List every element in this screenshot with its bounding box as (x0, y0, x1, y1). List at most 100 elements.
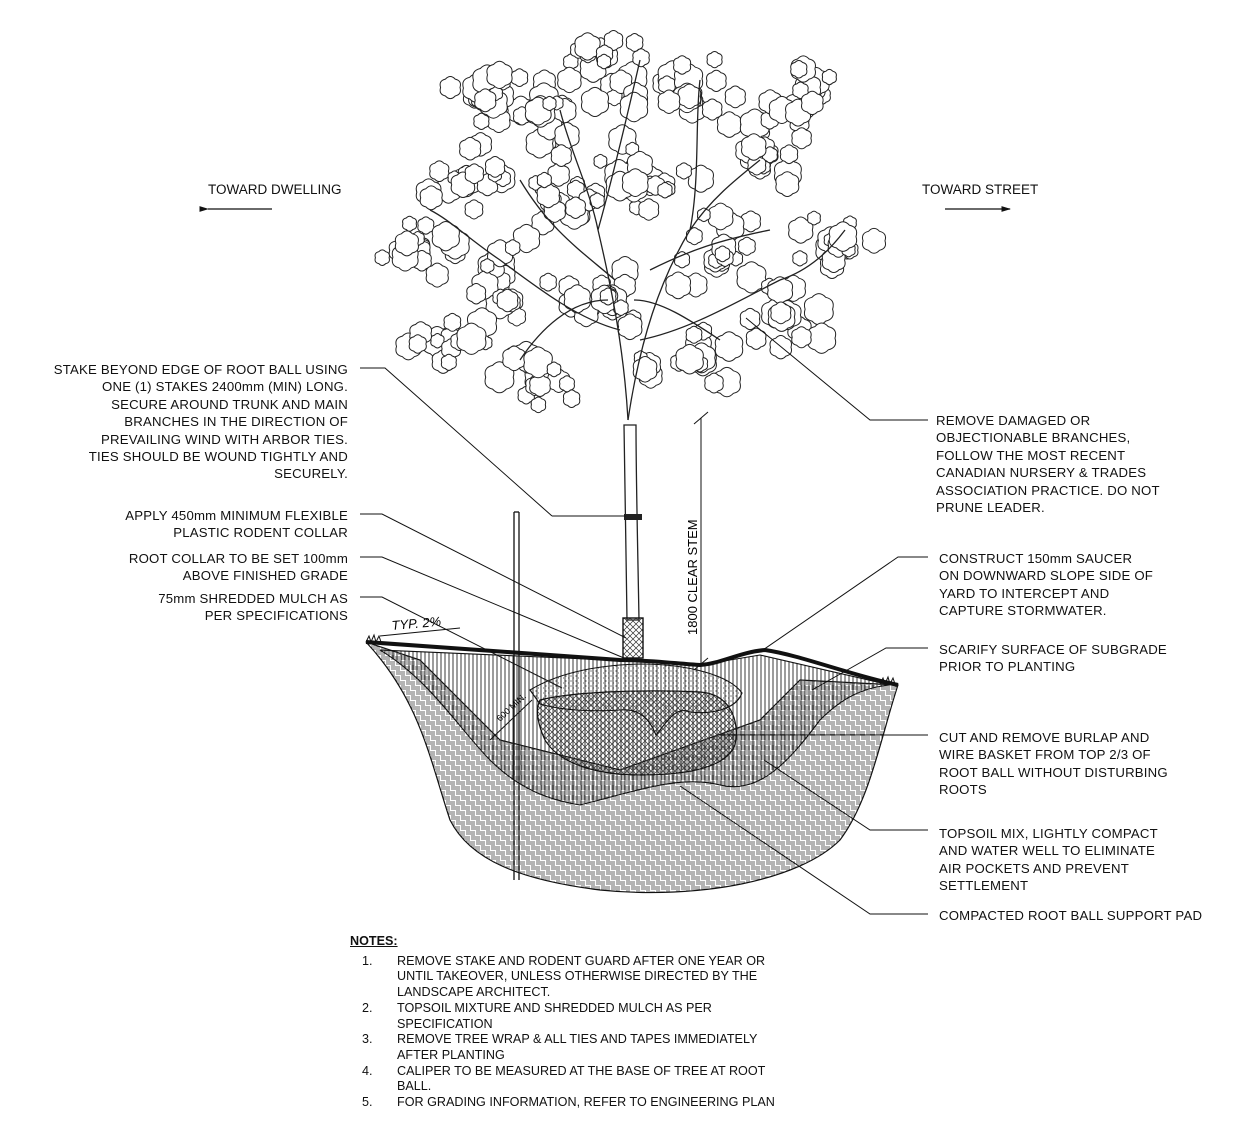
leaf-cluster (496, 288, 519, 313)
leaf-cluster (617, 313, 643, 341)
leaf-cluster (677, 83, 702, 110)
leaf-cluster (792, 250, 808, 267)
note-item: 2. TOPSOIL MIXTURE AND SHREDDED MULCH AS… (362, 1000, 712, 1031)
mulch-ring (529, 663, 743, 737)
leaf-cluster (430, 333, 445, 349)
leaf-cluster (574, 32, 601, 61)
notes-block: NOTES: 1. REMOVE STAKE AND RODENT GUARD … (350, 934, 917, 1111)
leaf-cluster (466, 283, 487, 305)
leader-pad (679, 785, 928, 915)
leaf-cluster (685, 325, 703, 344)
leaf-cluster (559, 375, 575, 393)
rodent-collar (622, 617, 644, 659)
leaf-cluster (530, 396, 547, 414)
leaf-cluster (580, 86, 610, 118)
leader-stake (360, 367, 553, 517)
leaf-cluster (419, 185, 443, 211)
leaf-cluster (464, 199, 484, 220)
note-item: 4. CALIPER TO BE MEASURED AT THE BASE OF… (362, 1063, 766, 1094)
leaf-cluster (807, 322, 837, 354)
leaf-cluster (687, 164, 714, 193)
leaf-cluster (417, 216, 435, 235)
leaf-cluster (562, 389, 581, 408)
leaf-cluster (443, 312, 462, 332)
leaf-cluster (673, 55, 692, 75)
leaf-cluster (707, 202, 734, 231)
leader-mulch (360, 596, 563, 689)
leaf-cluster (807, 210, 821, 226)
planting-pit (365, 511, 899, 894)
leaf-cluster (701, 98, 723, 121)
tree-canopy (374, 30, 887, 414)
leaf-cluster (408, 334, 427, 354)
leaf-cluster (861, 227, 887, 254)
leaf-cluster (596, 53, 612, 70)
leaf-cluster (828, 221, 858, 252)
leaf-cluster (484, 155, 506, 178)
leader-root-collar (360, 556, 625, 659)
leaf-cluster (741, 133, 767, 161)
leaf-cluster (486, 60, 513, 89)
leaf-cluster (675, 343, 704, 375)
leaf-cluster (800, 90, 824, 116)
leaf-cluster (657, 89, 681, 114)
callout-burlap: CUT AND REMOVE BURLAP AND WIRE BASKET FR… (939, 730, 1168, 798)
leaf-cluster (821, 68, 837, 86)
hole-dimension-line (489, 699, 533, 741)
clear-stem-label: 1800 CLEAR STEM (685, 519, 700, 635)
callout-stake: STAKE BEYOND EDGE OF ROOT BALL USING ONE… (53, 362, 348, 482)
leaf-cluster (714, 331, 744, 362)
leaf-cluster (665, 271, 692, 300)
leaf-cluster (502, 345, 527, 372)
leaf-cluster (632, 48, 650, 68)
clear-stem-dimension (693, 411, 709, 671)
leaf-cluster (431, 220, 460, 252)
leaf-cluster (685, 227, 703, 246)
leaf-cluster (546, 361, 562, 378)
leaf-cluster (625, 33, 644, 52)
callout-saucer: CONSTRUCT 150mm SAUCER ON DOWNWARD SLOPE… (939, 551, 1154, 619)
leader-scarify (811, 647, 928, 691)
finished-grade (365, 640, 899, 687)
callout-scarify: SCARIFY SURFACE OF SUBGRADE PRIOR TO PLA… (939, 642, 1167, 675)
leaf-cluster (697, 207, 711, 223)
callout-mulch: 75mm SHREDDED MULCH AS PER SPECIFICATION… (158, 591, 348, 624)
leaf-cluster (745, 327, 767, 350)
leaf-cluster (603, 30, 624, 51)
leaf-cluster (504, 239, 521, 256)
leaf-cluster (775, 171, 800, 197)
note-item: 3. REMOVE TREE WRAP & ALL TIES AND TAPES… (362, 1032, 758, 1062)
leaf-cluster (374, 249, 390, 266)
leader-rodent-collar (360, 513, 627, 639)
leaf-cluster (675, 162, 692, 180)
leaf-cluster (439, 76, 461, 100)
leaf-cluster (767, 276, 794, 305)
leader-lines (360, 317, 928, 915)
notes-heading: NOTES: (350, 934, 398, 948)
leaf-cluster (724, 85, 746, 109)
leaf-cluster (557, 66, 582, 94)
leaf-cluster (554, 122, 580, 150)
arbor-tie (624, 514, 642, 520)
callout-root-collar: ROOT COLLAR TO BE SET 100mm ABOVE FINISH… (128, 551, 348, 584)
leaf-cluster (539, 272, 557, 292)
leaf-cluster (779, 144, 799, 165)
note-item: 1. REMOVE STAKE AND RODENT GUARD AFTER O… (362, 953, 766, 1000)
toward-street-label: TOWARD STREET (922, 182, 1039, 197)
leaf-cluster (480, 258, 495, 274)
leaf-cluster (536, 171, 552, 189)
leaf-cluster (638, 198, 660, 221)
leaf-cluster (716, 111, 742, 138)
leaf-cluster (791, 127, 812, 150)
leaf-cluster (790, 59, 808, 79)
callout-pad: COMPACTED ROOT BALL SUPPORT PAD (939, 908, 1203, 923)
leaf-cluster (523, 346, 553, 379)
leaf-cluster (738, 236, 756, 256)
leaf-cluster (619, 91, 649, 123)
slope-label: TYP. 2% (391, 614, 442, 633)
leaf-cluster (440, 353, 457, 371)
tree-trunk (622, 424, 644, 659)
leaf-cluster (510, 68, 529, 87)
callout-rodent-collar: APPLY 450mm MINIMUM FLEXIBLE PLASTIC ROD… (125, 508, 348, 541)
